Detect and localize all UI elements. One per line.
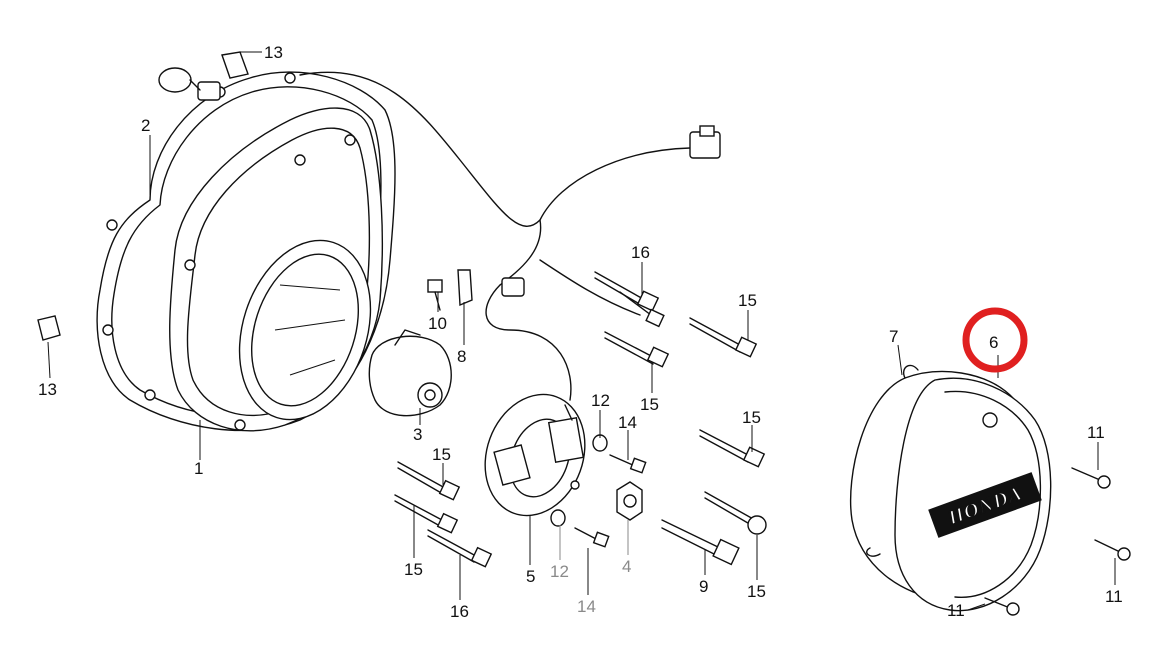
label-8: 8	[457, 347, 466, 366]
part-labels: 13 2 13 1 3 10 8 16 15 15 12 14 15 15 15…	[38, 43, 1123, 621]
bolts-drawing	[394, 269, 1131, 616]
side-cover-drawing: HONDA	[849, 364, 1052, 612]
label-11: 11	[1105, 587, 1123, 606]
label-14: 14	[618, 413, 637, 432]
crankcase-cover-drawing	[169, 107, 384, 432]
label-15: 15	[432, 445, 451, 464]
wire-harness-drawing	[158, 67, 721, 401]
label-11: 11	[1087, 423, 1105, 442]
label-12: 12	[591, 391, 610, 410]
gasket-drawing	[96, 71, 396, 432]
label-15: 15	[404, 560, 423, 579]
dowel-pin-drawing	[37, 51, 249, 341]
label-13: 13	[264, 43, 283, 62]
label-15: 15	[742, 408, 761, 427]
label-5: 5	[526, 567, 535, 586]
label-6: 6	[989, 333, 998, 352]
label-14: 14	[577, 597, 596, 616]
pulse-generator-drawing	[368, 329, 452, 417]
label-15: 15	[738, 291, 757, 310]
label-16: 16	[450, 602, 469, 621]
stator-drawing	[484, 393, 586, 517]
label-1: 1	[194, 459, 203, 478]
highlight-ring-part-6	[962, 307, 1028, 373]
label-10: 10	[428, 314, 447, 333]
label-16: 16	[631, 243, 650, 262]
label-13: 13	[38, 380, 57, 399]
label-2: 2	[141, 116, 150, 135]
label-11: 11	[947, 601, 965, 620]
label-3: 3	[413, 425, 422, 444]
label-12: 12	[550, 562, 569, 581]
label-7: 7	[889, 327, 898, 346]
label-15: 15	[640, 395, 659, 414]
leader-lines	[47, 51, 1116, 611]
label-4: 4	[622, 557, 631, 576]
label-15: 15	[747, 582, 766, 601]
label-9: 9	[699, 577, 708, 596]
